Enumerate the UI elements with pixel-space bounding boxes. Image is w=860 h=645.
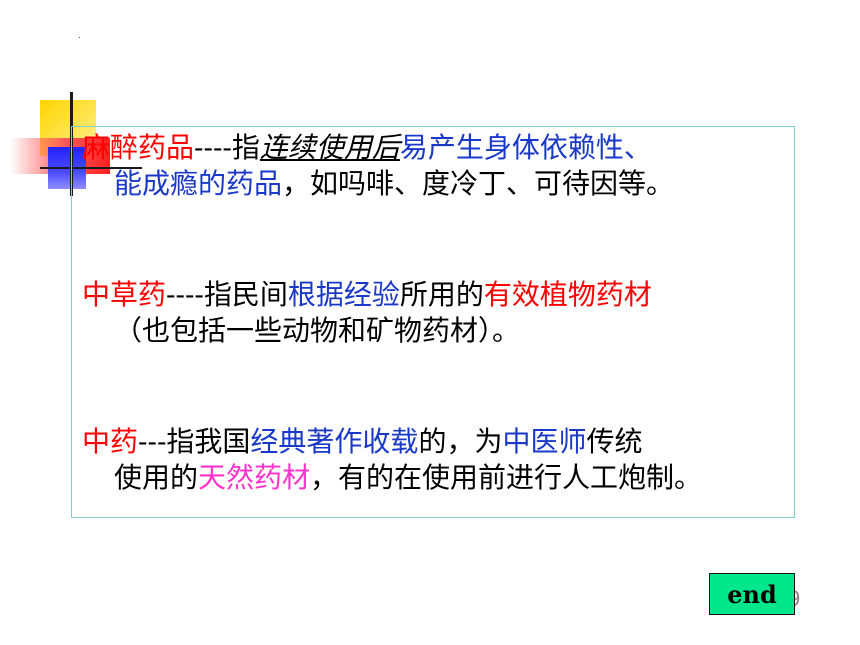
- highlight-text: 经典著作收载: [250, 425, 419, 458]
- definition-text: 指我国: [166, 425, 251, 458]
- definition-text: 传统: [586, 425, 643, 458]
- content-box: [71, 126, 795, 518]
- definition-narcotic: 麻醉药品----指连续使用后易产生身体依赖性、 能成瘾的药品，如吗啡、度冷丁、可…: [82, 130, 792, 202]
- definition-herbal: 中草药----指民间根据经验所用的有效植物药材 （也包括一些动物和矿物药材）。: [82, 277, 792, 349]
- definition-text: 指民间: [203, 278, 288, 311]
- term-separator: ---: [138, 425, 167, 458]
- definition-text: 使用的: [114, 461, 199, 494]
- definition-text: 指: [231, 131, 260, 164]
- term-label: 中草药: [82, 278, 167, 311]
- end-button[interactable]: end: [709, 573, 795, 615]
- emphasis-text: 连续使用后: [259, 131, 400, 164]
- definition-text: 所用的: [399, 278, 484, 311]
- definition-line-1: 中药---指我国经典著作收载的，为中医师传统: [82, 424, 792, 460]
- definition-text: 的，为: [418, 425, 503, 458]
- highlight-text: 根据经验: [287, 278, 400, 311]
- term-label: 中药: [82, 425, 139, 458]
- term-separator: ----: [166, 278, 204, 311]
- definition-line-2: 能成瘾的药品，如吗啡、度冷丁、可待因等。: [82, 166, 792, 202]
- term-label: 麻醉药品: [82, 131, 195, 164]
- highlight-text: 中医师: [502, 425, 587, 458]
- definition-line-1: 麻醉药品----指连续使用后易产生身体依赖性、: [82, 130, 792, 166]
- definition-line-1: 中草药----指民间根据经验所用的有效植物药材: [82, 277, 792, 313]
- definition-line-2: 使用的天然药材，有的在使用前进行人工炮制。: [82, 460, 792, 496]
- highlight-text: 天然药材: [198, 461, 311, 494]
- definition-text: ，有的在使用前进行人工炮制。: [310, 461, 703, 494]
- dot-mark: .: [78, 30, 81, 41]
- definition-text: （也包括一些动物和矿物药材）。: [114, 314, 521, 347]
- highlight-text: 有效植物药材: [483, 278, 652, 311]
- term-separator: ----: [194, 131, 232, 164]
- highlight-text: 易产生身体依赖性、: [399, 131, 652, 164]
- decor-horizontal-line: [40, 167, 142, 169]
- highlight-text: 能成瘾的药品: [114, 167, 283, 200]
- definition-line-2: （也包括一些动物和矿物药材）。: [82, 313, 792, 349]
- definition-tcm: 中药---指我国经典著作收载的，为中医师传统 使用的天然药材，有的在使用前进行人…: [82, 424, 792, 496]
- definition-text: ，如吗啡、度冷丁、可待因等。: [282, 167, 675, 200]
